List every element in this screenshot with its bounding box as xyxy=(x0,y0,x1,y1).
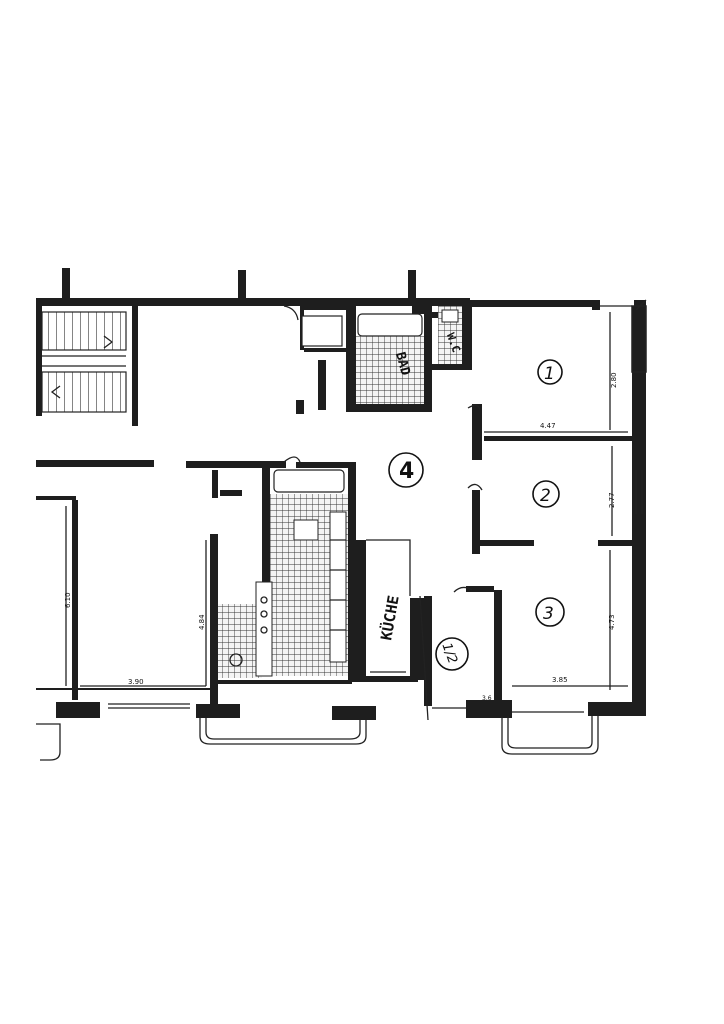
room-4-label: 4 xyxy=(399,459,414,484)
room-1-label: 1 xyxy=(544,364,555,384)
dim-room1-width: 4.47 xyxy=(540,422,556,430)
dim-dining-depth: 4.84 xyxy=(198,614,206,630)
dim-living-depth: 6.10 xyxy=(64,592,72,608)
dim-room3-depth: 4.73 xyxy=(608,614,616,630)
room-3-label: 3 xyxy=(543,604,554,624)
bath-label: BAD xyxy=(392,351,413,378)
dim-small: 3.6 xyxy=(482,695,492,702)
dim-room3-width: 3.85 xyxy=(552,676,568,684)
fixtures xyxy=(36,299,647,761)
dim-room2-depth: 2.77 xyxy=(608,492,616,508)
wc-label: W.C xyxy=(444,331,463,354)
dimension-labels: 4.47 2.80 2.77 4.73 3.85 3.90 6.10 4.84 … xyxy=(64,372,618,702)
half-room-label: 1/2 xyxy=(438,641,459,666)
room-labels: 1 2 3 4 1/2 BAD W.C KÜCHE xyxy=(376,331,565,671)
kitchen-label: KÜCHE xyxy=(376,594,403,642)
room-2-label: 2 xyxy=(540,486,551,506)
dim-living-width: 3.90 xyxy=(128,678,144,686)
dim-room1-depth: 2.80 xyxy=(610,372,618,388)
